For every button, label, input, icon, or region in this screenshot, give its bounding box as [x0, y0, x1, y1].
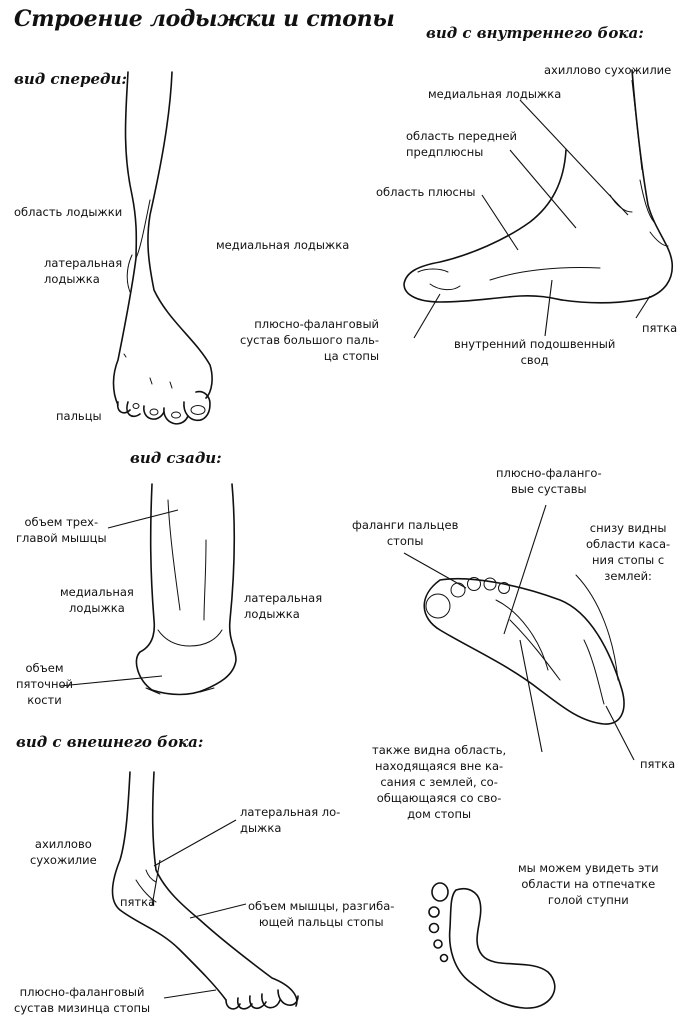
label-inner-heel: пятка — [642, 321, 678, 335]
label-extensor-muscle: объем мышцы, разгиба- ющей пальцы стопы — [248, 899, 395, 929]
page-title: Строение лодыжки и стопы — [14, 6, 395, 32]
sole-view-drawing — [423, 574, 625, 725]
label-heel-bone-volume: объем пяточной кости — [16, 661, 73, 707]
label-inner-arch: внутренний подошвенный свод — [454, 337, 616, 367]
label-outer-lateral-malleolus: латеральная ло- дыжка — [240, 805, 341, 835]
label-anterior-tarsus: область передней предплюсны — [406, 129, 517, 159]
label-ankle-region: область лодыжки — [14, 205, 123, 219]
label-front-lateral-malleolus: латеральная лодыжка — [44, 256, 123, 286]
label-phalanges: фаланги пальцев стопы — [352, 518, 459, 548]
front-view-heading: вид спереди: — [14, 70, 127, 88]
label-back-lateral-malleolus: латеральная лодыжка — [244, 591, 323, 621]
front-view-drawing — [112, 71, 213, 425]
label-sole-heel: пятка — [640, 757, 676, 771]
label-toes: пальцы — [56, 409, 102, 423]
label-non-contact-area: также видна область, находящаяся вне ка-… — [372, 743, 507, 821]
outer-side-view-heading: вид с внешнего бока: — [16, 733, 204, 751]
label-big-toe-joint: плюсно-фаланговый сустав большого паль- … — [240, 317, 380, 363]
label-inner-achilles-tendon: ахиллово сухожилие — [544, 63, 672, 77]
inner-side-view-heading: вид с внутреннего бока: — [426, 24, 644, 42]
label-inner-medial-malleolus: медиальная лодыжка — [428, 87, 562, 101]
label-back-medial-malleolus: медиальная лодыжка — [60, 585, 134, 615]
back-view-drawing — [135, 483, 237, 696]
label-mtp-joints: плюсно-фаланго- вые суставы — [496, 466, 602, 496]
label-ground-contact: снизу видны области каса- ния стопы с зе… — [586, 521, 671, 583]
label-outer-heel: пятка — [120, 895, 156, 909]
label-outer-achilles-tendon: ахиллово сухожилие — [30, 837, 97, 867]
back-view-heading: вид сзади: — [130, 449, 222, 467]
label-front-medial-malleolus: медиальная лодыжка — [216, 238, 350, 252]
footprint-caption: мы можем увидеть эти области на отпечатк… — [518, 861, 659, 907]
label-little-toe-joint: плюсно-фаланговый сустав мизинца стопы — [14, 985, 151, 1015]
label-metatarsus: область плюсны — [376, 185, 476, 199]
leader-lines — [59, 79, 651, 999]
footprint-drawing — [428, 882, 556, 1009]
label-triceps-volume: объем трех- главой мышцы — [16, 515, 107, 545]
outer-side-view-drawing — [111, 771, 299, 1010]
